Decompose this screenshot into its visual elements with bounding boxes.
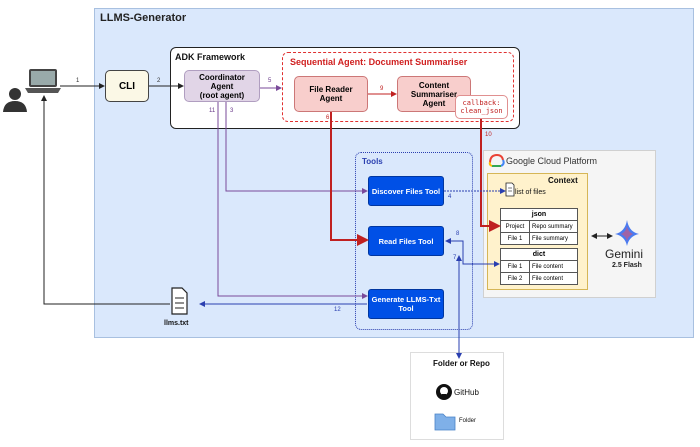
cli-node: CLI	[105, 70, 149, 102]
step-5-label: 5	[268, 78, 272, 84]
llms-txt-label: llms.txt	[164, 320, 189, 327]
step-7-label: 7	[453, 255, 457, 261]
summariser-line-1: Content	[418, 80, 450, 90]
read-files-tool-label: Read Files Tool	[378, 236, 434, 246]
github-icon	[436, 384, 452, 400]
arrow-coordinator-to-generate	[217, 102, 368, 299]
tools-title: Tools	[362, 157, 383, 166]
context-title: Context	[548, 176, 578, 185]
arrow-readfiles-to-dict	[445, 238, 500, 267]
gemini-icon	[615, 220, 639, 246]
json-cell: File summary	[529, 232, 578, 245]
step-6-label: 6	[326, 115, 330, 121]
file-icon	[171, 287, 188, 315]
summariser-line-3: Agent	[422, 98, 446, 108]
laptop-icon	[25, 69, 61, 93]
document-icon	[505, 182, 515, 197]
gcp-title: Google Cloud Platform	[506, 156, 598, 166]
list-of-files-label: list of files	[515, 189, 546, 196]
user-icon	[3, 88, 27, 112]
step-8-label: 8	[456, 231, 460, 237]
generate-tool-line-2: Tool	[398, 304, 414, 313]
file-reader-line-2: Agent	[319, 94, 343, 103]
generate-tool-line-1: Generate LLMS-Txt	[371, 295, 441, 304]
folder-or-repo-title: Folder or Repo	[433, 359, 490, 368]
folder-icon	[434, 413, 456, 431]
json-table: json Project Repo summary File 1 File su…	[500, 208, 578, 245]
generate-llms-txt-tool-node: Generate LLMS-Txt Tool	[368, 289, 444, 319]
dict-cell: File content	[529, 272, 578, 285]
gemini-label: Gemini	[605, 247, 644, 261]
github-label: GitHub	[454, 388, 479, 397]
coordinator-line-1: Coordinator	[199, 72, 245, 82]
file-reader-line-1: File Reader	[309, 85, 353, 94]
table-row: File 1 File summary	[500, 232, 578, 245]
adk-framework-title: ADK Framework	[175, 52, 246, 62]
step-4-label: 4	[448, 194, 452, 200]
file-reader-agent-node: File Reader Agent	[294, 76, 368, 112]
step-10-label: 10	[485, 132, 492, 138]
arrow-llmstxt-to-user	[41, 95, 170, 305]
table-row: File 1 File content	[500, 260, 578, 273]
callback-line-2: clean_json	[460, 107, 503, 115]
google-cloud-icon	[488, 153, 505, 167]
step-9-label: 9	[380, 86, 384, 92]
gemini-version-label: 2.5 Flash	[612, 262, 642, 269]
table-row: File 2 File content	[500, 272, 578, 285]
callback-line-1: callback:	[462, 99, 501, 107]
dict-table: dict File 1 File content File 2 File con…	[500, 248, 578, 285]
cli-label: CLI	[118, 80, 136, 92]
step-12-label: 12	[334, 307, 341, 313]
coordinator-line-2: Agent	[210, 81, 234, 91]
coordinator-agent-node: Coordinator Agent (root agent)	[184, 70, 260, 102]
coordinator-line-3: (root agent)	[199, 90, 245, 100]
step-1-label: 1	[76, 78, 80, 84]
summariser-line-2: Summariser	[410, 89, 458, 99]
step-11-label: 11	[209, 108, 216, 114]
arrow-filereader-to-readfiles	[330, 112, 369, 246]
arrow-coordinator-to-discover	[225, 102, 368, 194]
llms-generator-title: LLMS-Generator	[100, 12, 187, 24]
step-2-label: 2	[157, 78, 161, 84]
read-files-tool-node: Read Files Tool	[368, 226, 444, 256]
sequential-agent-title: Sequential Agent: Document Summariser	[290, 57, 468, 67]
callback-clean-json-node: callback: clean_json	[455, 95, 508, 119]
step-3-label: 3	[230, 108, 234, 114]
discover-files-tool-node: Discover Files Tool	[368, 176, 444, 206]
arrow-callback-to-json	[480, 119, 501, 232]
discover-files-tool-label: Discover Files Tool	[371, 186, 441, 196]
folder-or-repo-container	[410, 352, 504, 440]
folder-label: Folder	[459, 418, 477, 424]
